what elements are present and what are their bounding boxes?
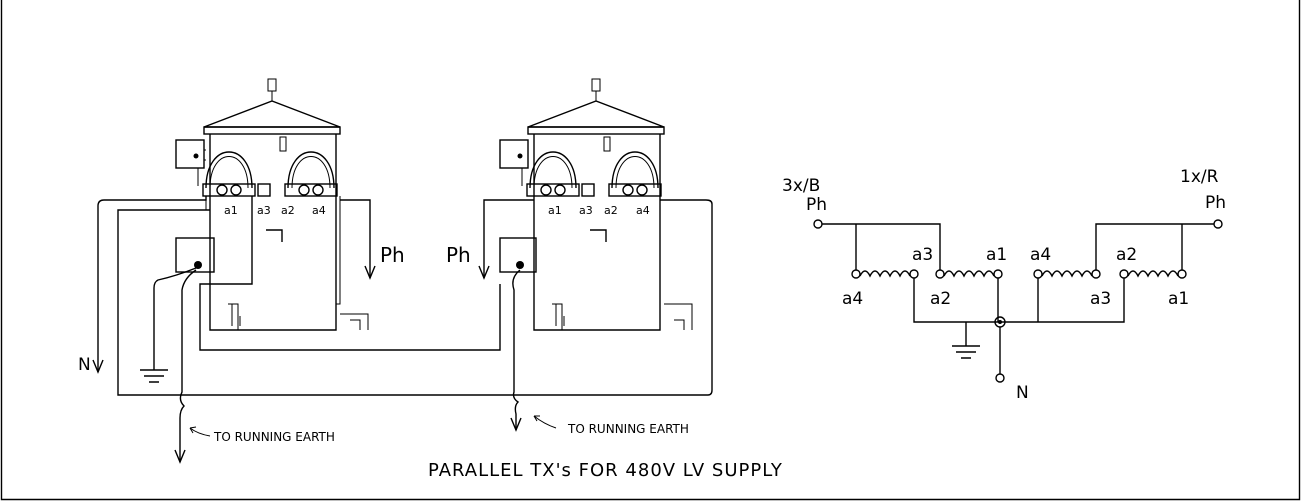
- tx2-terminal-a1: a1: [548, 204, 562, 217]
- coil4-label-top: a2: [1116, 245, 1137, 265]
- phase-right-label: 1x/R: [1180, 167, 1219, 187]
- tx2-terminal-a2: a2: [604, 204, 618, 217]
- phase-right-ph: Ph: [1205, 193, 1226, 213]
- tx2-bushing-left: [526, 183, 580, 197]
- tx2-lid: [527, 100, 665, 128]
- coil1-label-top: a3: [912, 245, 933, 265]
- phase-label-tx2: Ph: [446, 243, 471, 267]
- diagram-caption: PARALLEL TX's FOR 480V LV SUPPLY: [428, 460, 783, 481]
- running-earth-label-1: TO RUNNING EARTH: [213, 430, 335, 444]
- tx2-tank: [533, 134, 661, 331]
- coil-4: [1127, 270, 1179, 278]
- tx1-terminal-a2: a2: [281, 204, 295, 217]
- transformer-2: a1 a3 a2 a4: [499, 78, 693, 331]
- neutral-label-right: N: [1016, 383, 1029, 403]
- tx2-bushing-right: [608, 183, 662, 197]
- tx1-terminal-a3: a3: [257, 204, 271, 217]
- neutral-terminal: [995, 373, 1005, 383]
- coil1-label-bottom: a4: [842, 289, 863, 309]
- tx1-terminal-a1: a1: [224, 204, 238, 217]
- tx1-bushing-right: [284, 183, 338, 197]
- tx1-earth-wire: [153, 267, 197, 370]
- outer-loop-wire: [117, 199, 713, 396]
- terminal-right: [1213, 219, 1223, 229]
- earth-symbol-right: [952, 345, 980, 359]
- coil-1: [859, 270, 911, 278]
- coil-2: [943, 270, 995, 278]
- tx2-top-knob: [591, 78, 601, 92]
- left-wiring: N Ph Ph TO RUNNING EARTH TO RUNNING EART…: [78, 196, 713, 464]
- phase-label-tx1: Ph: [380, 243, 405, 267]
- tx1-side-box: [175, 139, 205, 169]
- phase-left-label: 3x/B: [782, 176, 820, 196]
- tx1-lid: [203, 100, 341, 128]
- coil2-label-bottom: a2: [930, 289, 951, 309]
- neutral-bus: [913, 278, 1125, 323]
- schematic: 3x/B Ph 1x/R Ph a3 a4 a1 a2 a4 a3 a2 a1: [782, 167, 1226, 403]
- tx1-bushing-left: [202, 183, 256, 197]
- transformer-1: a1 a3 a2 a4: [175, 78, 369, 331]
- coil4-label-bottom: a1: [1168, 289, 1189, 309]
- tx2-phase-wire: [483, 199, 534, 278]
- coil-3: [1041, 270, 1093, 278]
- tx1-lower-box: [175, 237, 215, 273]
- neutral-label-left: N: [78, 355, 91, 375]
- tx1-top-knob: [267, 78, 277, 92]
- coil3-label-top: a4: [1030, 245, 1051, 265]
- tx2-terminal-a4: a4: [636, 204, 650, 217]
- tx1-phase-wire: [340, 199, 371, 278]
- phase-left-ph: Ph: [806, 195, 827, 215]
- tx2-terminal-a3: a3: [579, 204, 593, 217]
- earth-symbol-left: [140, 369, 168, 383]
- interconnect-wire: [199, 196, 501, 351]
- running-earth-label-2: TO RUNNING EARTH: [567, 422, 689, 436]
- coil2-label-top: a1: [986, 245, 1007, 265]
- running-earth-wire-1: [179, 269, 197, 462]
- coil3-label-bottom: a3: [1090, 289, 1111, 309]
- tx1-neutral-wire: [97, 196, 207, 372]
- terminal-left: [813, 219, 823, 229]
- tx2-side-box: [499, 139, 529, 169]
- running-earth-wire-2: [512, 269, 521, 430]
- tx1-terminal-a4: a4: [312, 204, 326, 217]
- tx1-tank: [209, 134, 337, 331]
